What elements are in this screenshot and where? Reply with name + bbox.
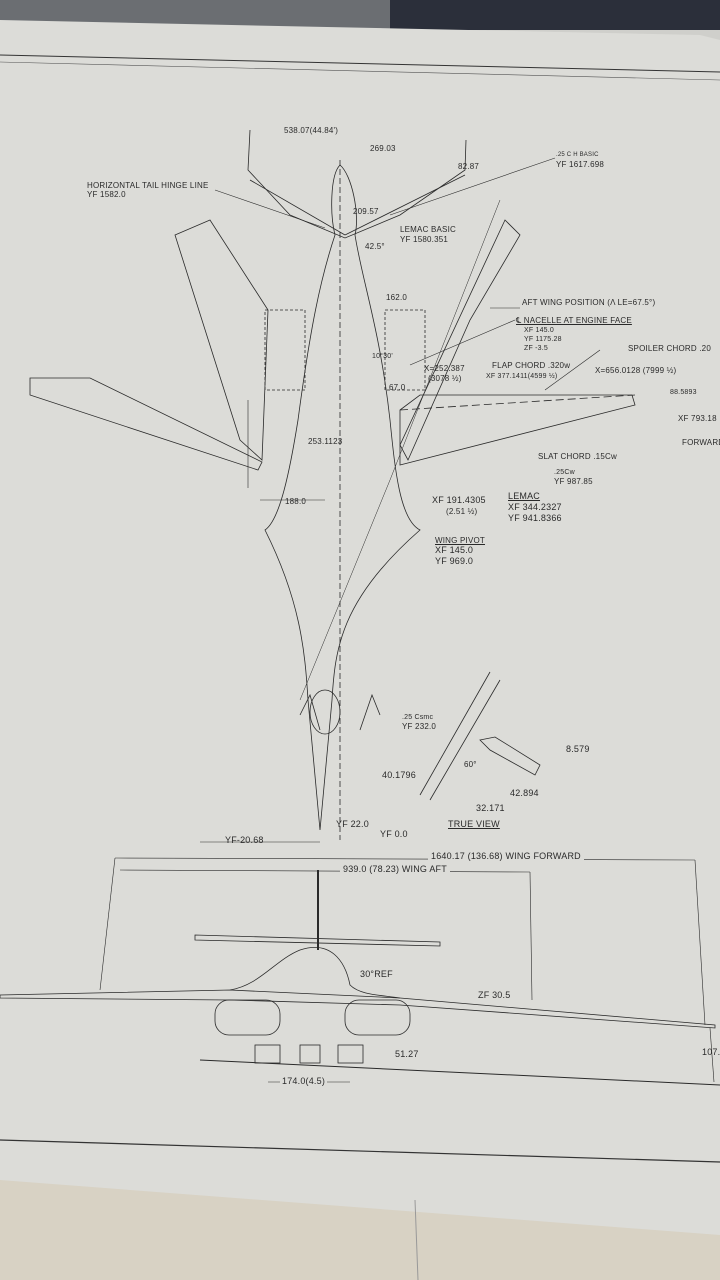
body-dim: 253.1123 <box>308 437 343 446</box>
true-view-angle: 60° <box>464 760 477 769</box>
border-line-top <box>0 54 720 73</box>
nacelle-engine-face-label: ℄ NACELLE AT ENGINE FACE <box>516 316 632 325</box>
x-station-1: X=252.387 <box>424 364 465 373</box>
wing-pivot-label: WING PIVOT <box>435 536 485 545</box>
nacelle-y: YF 1175.28 <box>524 336 562 343</box>
true-view-title: TRUE VIEW <box>448 819 500 829</box>
flap-x: XF 377.1411(4599 ½) <box>486 373 558 380</box>
nose-y: YF 22.0 <box>336 819 369 829</box>
x-station-1-sub: (3078 ½) <box>428 374 462 383</box>
track-dim: 174.0(4.5) <box>280 1076 328 1086</box>
span-aft-dim: 939.0 (78.23) WING AFT <box>340 865 450 874</box>
true-view-dim-a: 8.579 <box>566 744 590 754</box>
tail-quarter-chord-label: .25 C H BASIC <box>556 152 599 158</box>
fuselage-top-view <box>264 160 421 840</box>
right-wing-forward <box>399 394 636 466</box>
tail-dim: 209.57 <box>353 207 379 216</box>
forward-label: FORWARD <box>682 438 720 447</box>
tail-span-dim: 538.07(44.84') <box>284 126 339 135</box>
canard-vanes <box>299 693 381 731</box>
horizontal-tail <box>247 129 467 239</box>
tail-sweep-angle: 42.5° <box>365 242 385 251</box>
datum-y: YF 0.0 <box>380 829 408 839</box>
wing-pivot-x: XF 145.0 <box>435 545 474 555</box>
x-pivot-region-sub: (2.51 ½) <box>446 507 478 516</box>
height-dim: 107. <box>702 1047 720 1057</box>
hinge-line-y: YF 1582.0 <box>87 190 126 199</box>
wing-quarter-chord-label: .25Cw <box>554 469 575 476</box>
z-level: ZF 30.5 <box>478 990 511 1000</box>
nacelle-z: ZF -3.5 <box>524 345 548 352</box>
paper <box>0 20 720 1235</box>
horizontal-tail-hinge-line-label: HORIZONTAL TAIL HINGE LINE <box>87 181 209 190</box>
true-view-detail <box>419 671 541 801</box>
x-pivot-region: XF 191.4305 <box>432 495 486 505</box>
lemac-basic-label: LEMAC BASIC <box>400 225 456 234</box>
tail-tip-chord-dim: 82.87 <box>458 162 480 171</box>
tip-chord-dim: 88.5893 <box>670 389 697 396</box>
spoiler-chord-label: SPOILER CHORD .20 <box>628 344 711 353</box>
span-forward-dim: 1640.17 (136.68) WING FORWARD <box>428 852 584 861</box>
floor-seam <box>414 1199 419 1280</box>
flap-chord-label: FLAP CHORD .320w <box>492 361 571 370</box>
lemac-basic-y: YF 1580.351 <box>400 235 449 244</box>
wing-quarter-chord-y: YF 987.85 <box>554 477 593 486</box>
pivot-spacing-dim: 188.0 <box>285 497 307 506</box>
border-line-bottom <box>0 1139 720 1163</box>
ground-clearance-dim: 51.27 <box>395 1049 419 1059</box>
canard-chord-label: .25 Csmc <box>402 714 434 721</box>
true-view-dim-b: 40.1796 <box>382 770 416 780</box>
lemac-y: YF 941.8366 <box>508 513 562 523</box>
tail-quarter-chord-y: YF 1617.698 <box>556 160 605 169</box>
aft-wing-position-label: AFT WING POSITION (Λ LE=67.5°) <box>522 298 656 307</box>
wing-pivot-y: YF 969.0 <box>435 556 474 566</box>
aircraft-front-view <box>0 870 720 1086</box>
true-view-dim-c: 42.894 <box>510 788 539 798</box>
lemac-x: XF 344.2327 <box>508 502 562 512</box>
border-line-top-2 <box>0 61 720 81</box>
cockpit <box>309 689 341 735</box>
left-wing-forward <box>29 377 263 471</box>
nacelle-angle: 10°30' <box>372 353 393 360</box>
tail-half-span-dim: 269.03 <box>370 144 396 153</box>
nacelle-dim: 67.0 <box>389 383 406 392</box>
canard-y: YF 232.0 <box>402 722 437 731</box>
left-nacelle <box>264 309 306 391</box>
slat-chord-label: SLAT CHORD .15Cw <box>538 452 617 461</box>
nacelle-x: XF 145.0 <box>524 327 555 334</box>
tip-x: XF 793.18 <box>678 414 717 423</box>
ref-y: YF-20.68 <box>225 835 264 845</box>
nacelle-width-dim: 162.0 <box>386 293 408 302</box>
lemac-label: LEMAC <box>508 491 541 501</box>
x-station-2: X=656.0128 (7999 ½) <box>595 366 677 375</box>
right-wing-aft <box>399 219 521 461</box>
ref-angle: 30°REF <box>360 969 393 979</box>
right-nacelle <box>384 309 426 391</box>
true-view-dim-d: 32.171 <box>476 803 505 813</box>
